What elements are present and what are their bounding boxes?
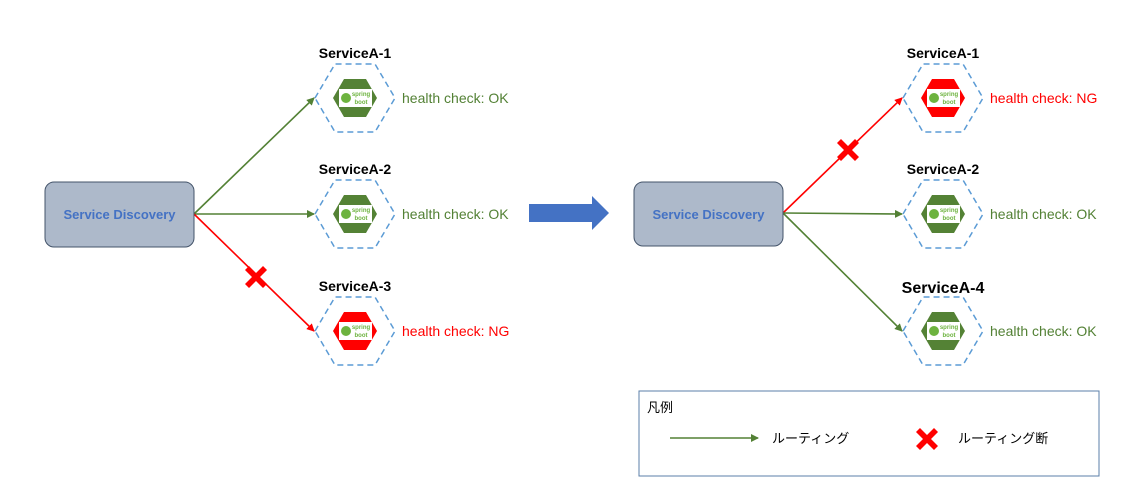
svg-text:spring: spring [352, 208, 371, 214]
before-panel: Service Discovery ServiceA-1 spring boot… [44, 45, 509, 366]
svg-text:boot: boot [943, 100, 956, 106]
service-discovery-before: Service Discovery [44, 181, 195, 248]
service-node-before-1: ServiceA-1 spring boot health check: OK [314, 45, 509, 133]
health-check-status: health check: OK [990, 206, 1097, 222]
route-line-after-2 [782, 209, 903, 218]
health-check-status: health check: NG [990, 90, 1097, 106]
route-line-after-3 [782, 212, 903, 332]
service-node-after-2: ServiceA-2 spring boot health check: OK [902, 161, 1097, 249]
route-line-before-1 [193, 97, 315, 215]
after-panel: Service Discovery ServiceA-1 spring boot… [633, 45, 1097, 366]
svg-text:boot: boot [943, 216, 956, 222]
svg-text:boot: boot [355, 100, 368, 106]
svg-text:Service Discovery: Service Discovery [63, 207, 176, 222]
health-check-status: health check: OK [402, 206, 509, 222]
service-discovery-after: Service Discovery [633, 181, 784, 247]
legend-cut-label: ルーティング断 [958, 432, 1048, 447]
routing-cut-icon-before [245, 266, 267, 288]
service-node-after-4: ServiceA-4 spring boot health check: OK [902, 280, 1097, 366]
svg-text:spring: spring [352, 325, 371, 331]
svg-text:Service Discovery: Service Discovery [652, 207, 765, 222]
service-title: ServiceA-3 [319, 278, 392, 294]
spring-boot-icon: spring boot [339, 322, 372, 340]
service-node-before-2: ServiceA-2 spring boot health check: OK [314, 161, 509, 249]
health-check-status: health check: NG [402, 323, 509, 339]
service-node-after-1: ServiceA-1 spring boot health check: NG [902, 45, 1097, 133]
service-title: ServiceA-4 [902, 280, 985, 297]
health-check-status: health check: OK [402, 90, 509, 106]
legend-title: 凡例 [647, 401, 673, 416]
service-node-before-3: ServiceA-3 spring boot health check: NG [314, 278, 509, 366]
spring-boot-icon: spring boot [339, 89, 372, 107]
service-title: ServiceA-1 [319, 45, 392, 61]
svg-text:boot: boot [355, 216, 368, 222]
transition-arrow [529, 196, 609, 230]
spring-boot-icon: spring boot [927, 205, 960, 223]
svg-text:boot: boot [355, 333, 368, 339]
legend: 凡例 ルーティング ルーティング断 [638, 390, 1100, 477]
legend-routing-label: ルーティング [772, 432, 849, 447]
spring-boot-icon: spring boot [927, 322, 960, 340]
svg-text:spring: spring [352, 92, 371, 98]
routing-cut-icon-after [837, 139, 859, 161]
service-title: ServiceA-2 [907, 161, 980, 177]
health-check-status: health check: OK [990, 323, 1097, 339]
svg-text:boot: boot [943, 333, 956, 339]
svg-text:spring: spring [940, 92, 959, 98]
spring-boot-icon: spring boot [339, 205, 372, 223]
svg-text:spring: spring [940, 208, 959, 214]
service-title: ServiceA-2 [319, 161, 392, 177]
service-title: ServiceA-1 [907, 45, 980, 61]
svg-text:spring: spring [940, 325, 959, 331]
spring-boot-icon: spring boot [927, 89, 960, 107]
